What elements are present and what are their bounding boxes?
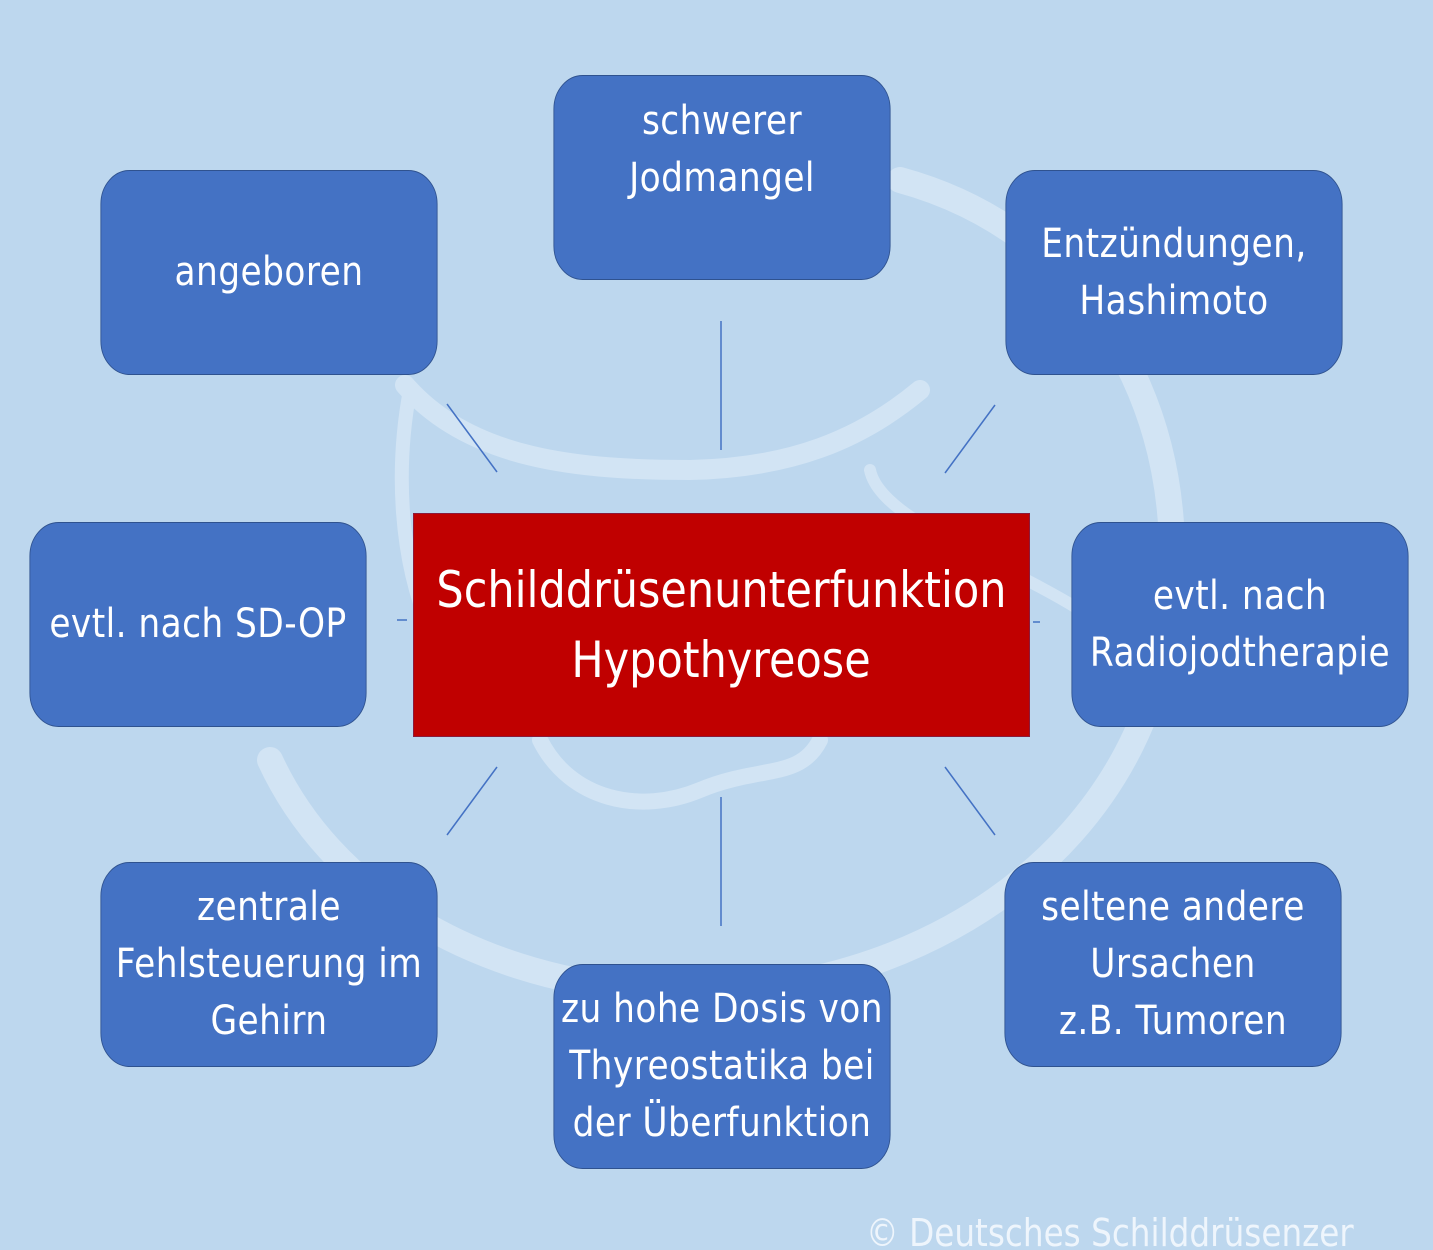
cause-label-line: Fehlsteuerung im [115, 941, 423, 987]
cause-label-line: Radiojodtherapie [1089, 629, 1391, 676]
cause-label-line: Gehirn [210, 998, 328, 1044]
cause-node-radiojodtherapie: evtl. nach Radiojodtherapie [1071, 522, 1409, 727]
cause-node-sd-op: evtl. nach SD-OP [29, 522, 367, 727]
cause-label-line: Hashimoto [1079, 277, 1269, 324]
cause-label-line: Thyreostatika bei [569, 1043, 875, 1089]
cause-label-line: Ursachen [1090, 941, 1256, 987]
cause-label-line: zentrale [197, 884, 341, 930]
cause-label-line: angeboren [174, 249, 364, 295]
cause-node-angeboren: angeboren [100, 170, 438, 375]
copyright-notice: © Deutsches Schilddrüsenzentrum [866, 1211, 1354, 1250]
center-title: Schilddrüsenunterfunktion [436, 561, 1007, 619]
connector-top-right [944, 404, 996, 474]
cause-label-line: schwerer [641, 97, 803, 144]
connector-bottom-right [944, 766, 996, 836]
cause-node-jodmangel: schwerer Jodmangel [553, 75, 891, 280]
connector-top-left [446, 403, 498, 473]
cause-label-line: evtl. nach SD-OP [49, 601, 347, 647]
cause-node-tumoren: seltene andere Ursachen z.B. Tumoren [1004, 862, 1342, 1067]
center-subtitle: Hypothyreose [571, 631, 872, 689]
cause-node-zentrale-fehlsteuerung: zentrale Fehlsteuerung im Gehirn [100, 862, 438, 1067]
cause-label-line: zu hohe Dosis von [561, 986, 883, 1032]
cause-node-thyreostatika: zu hohe Dosis von Thyreostatika bei der … [553, 964, 891, 1169]
cause-node-hashimoto: Entzündungen, Hashimoto [1005, 170, 1343, 375]
cause-label-line: evtl. nach [1152, 572, 1328, 619]
center-node-hypothyreose: Schilddrüsenunterfunktion Hypothyreose [413, 513, 1030, 737]
cause-label-line: z.B. Tumoren [1058, 998, 1288, 1044]
cause-label-line: Entzündungen, [1041, 220, 1307, 267]
cause-label-line: der Überfunktion [572, 1100, 872, 1146]
cause-label-line: Jodmangel [629, 154, 815, 201]
cause-label-line: seltene andere [1041, 884, 1305, 930]
connector-bottom-left [446, 766, 498, 836]
